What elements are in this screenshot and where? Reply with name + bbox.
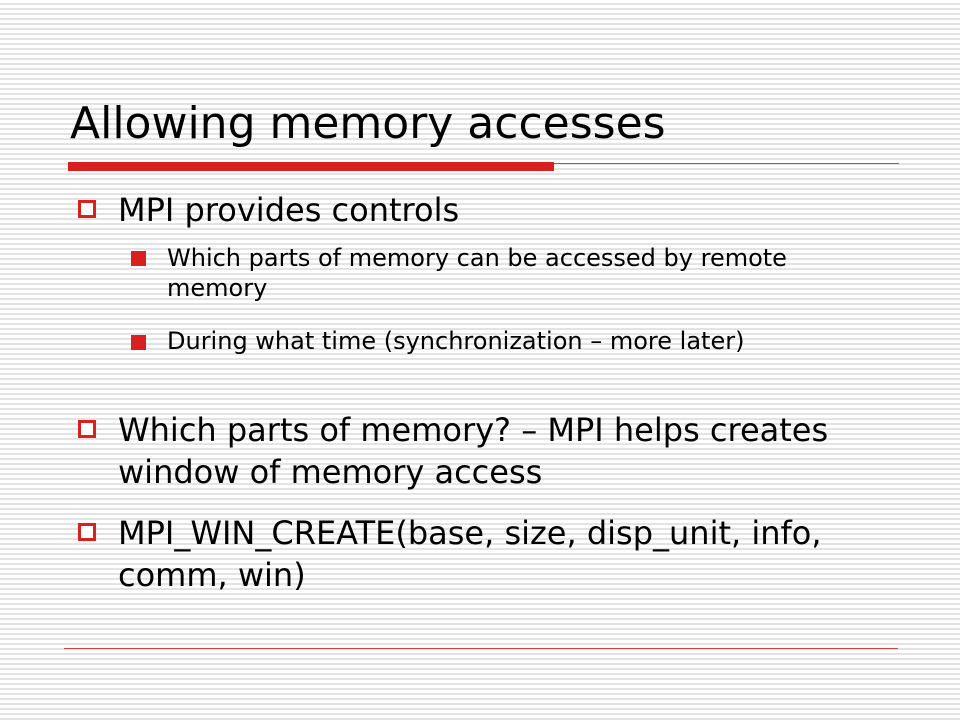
sub-bullet-text: During what time (synchronization – more… (167, 327, 745, 355)
title-divider-line (554, 163, 899, 164)
sub-bullet-text: Which parts of memory can be accessed by… (167, 244, 787, 302)
filled-square-bullet-icon (131, 335, 146, 350)
hollow-square-bullet-icon (78, 420, 96, 438)
bullet-text: MPI provides controls (118, 191, 460, 229)
title-underline-bar (68, 162, 554, 171)
hollow-square-bullet-icon (78, 523, 96, 541)
hollow-square-bullet-icon (78, 200, 96, 218)
filled-square-bullet-icon (131, 251, 146, 266)
slide-title: Allowing memory accesses (70, 98, 666, 149)
bullet-text: MPI_WIN_CREATE(base, size, disp_unit, in… (118, 514, 822, 594)
footer-divider-line (64, 648, 898, 649)
bullet-text: Which parts of memory? – MPI helps creat… (118, 411, 829, 491)
